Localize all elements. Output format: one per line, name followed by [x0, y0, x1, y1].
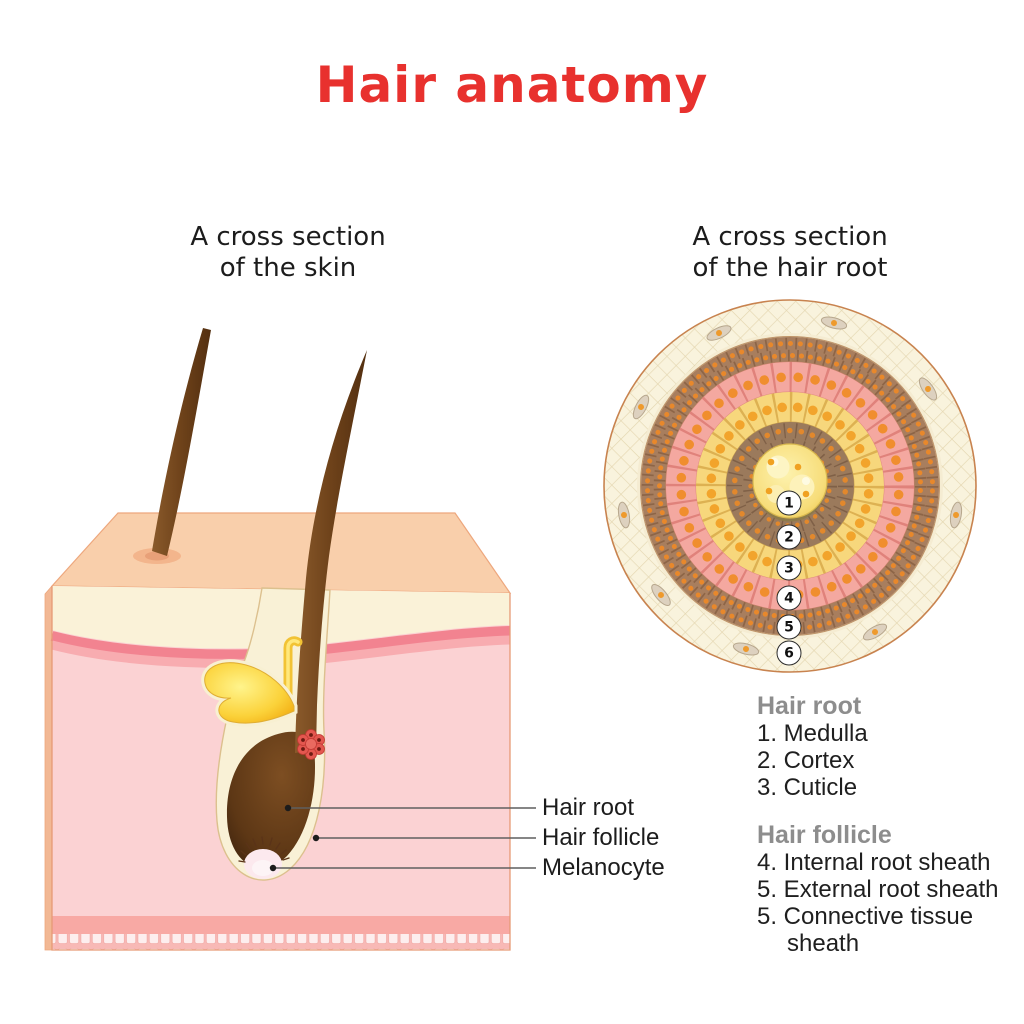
legend-hair-root: Hair root 1. Medulla 2. Cortex 3. Cuticl…: [757, 692, 1019, 802]
skin-subtitle-line2: of the skin: [219, 253, 357, 283]
skin-block-outline: [51, 586, 511, 951]
melanocyte-spikes: [238, 836, 290, 863]
legend-item-external-root-sheath: 5. External root sheath: [757, 876, 999, 903]
ring-number-5: 5: [776, 614, 802, 640]
pigment-cell-cluster: [297, 729, 325, 760]
skin-panel-subtitle: A cross section of the skin: [128, 222, 448, 284]
sebaceous-duct-highlight: [286, 639, 300, 701]
ring-number-1: 1: [776, 490, 802, 516]
hair-root-panel-subtitle: A cross section of the hair root: [630, 222, 950, 284]
legend-hair-follicle: Hair follicle 4. Internal root sheath 5.…: [757, 821, 1019, 958]
subcutaneous-strip: [52, 916, 510, 934]
legend-item-cuticle: 3. Cuticle: [757, 774, 858, 801]
label-melanocyte: Melanocyte: [542, 854, 665, 881]
skin-cross-section: [44, 328, 512, 951]
ring-number-2: 2: [776, 524, 802, 550]
legend-item-medulla: 1. Medulla: [757, 720, 868, 747]
label-hair-follicle: Hair follicle: [542, 824, 660, 851]
page-title: Hair anatomy: [315, 56, 709, 114]
skin-top-surface: [50, 512, 512, 594]
hair-root-cross-section: [603, 299, 977, 673]
fibroblast-spindle-cells: [617, 316, 963, 656]
sebaceous-gland: [204, 662, 295, 724]
hair-shaft-right: [295, 350, 367, 753]
leader-lines: [269, 804, 536, 872]
hair-root-subtitle-line1: A cross section: [692, 222, 888, 252]
ring-number-3: 3: [776, 555, 802, 581]
label-hair-root: Hair root: [542, 794, 635, 821]
legend-item-cortex: 2. Cortex: [757, 747, 855, 774]
ring-number-4: 4: [776, 585, 802, 611]
ring-number-6: 6: [776, 640, 802, 666]
hair-bulb: [226, 731, 316, 868]
legend-hair-root-heading: Hair root: [757, 692, 862, 720]
dermal-papilla: [238, 836, 290, 879]
hair-shaft-left: [152, 328, 211, 556]
legend-item-connective-tissue-sheath: 5. Connective tissue sheath: [757, 903, 974, 957]
legend-item-internal-root-sheath: 4. Internal root sheath: [757, 849, 991, 876]
hair-root-subtitle-line2: of the hair root: [692, 253, 888, 283]
legend-hair-follicle-heading: Hair follicle: [757, 821, 892, 849]
subcutaneous-cell-row: [52, 934, 510, 950]
skin-subtitle-line1: A cross section: [190, 222, 386, 252]
